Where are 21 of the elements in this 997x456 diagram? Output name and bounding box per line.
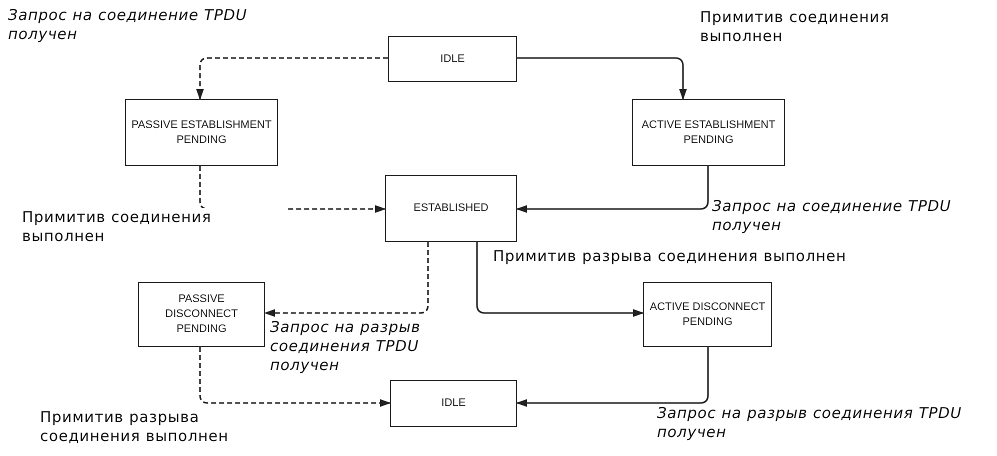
state-box: [385, 175, 517, 242]
state-box: [125, 99, 278, 166]
arrow: [516, 347, 709, 407]
state-name: ESTABLISHED: [414, 201, 488, 216]
state-name: PASSIVE ESTABLISHMENT PENDING: [130, 118, 273, 148]
state-name: IDLE: [441, 396, 466, 411]
state-name: ACTIVE DISCONNECT PENDING: [648, 300, 766, 330]
state-name: ACTIVE ESTABLISHMENT PENDING: [640, 118, 776, 148]
state-name: IDLE: [440, 52, 465, 66]
arrow: [199, 347, 392, 407]
arrow: [196, 57, 388, 100]
state-box: [390, 380, 517, 427]
arrow: [516, 166, 709, 213]
arrow: [476, 242, 644, 317]
state-box: [388, 36, 517, 82]
state-box: [643, 282, 772, 347]
arrow: [264, 242, 429, 317]
state-box: [632, 99, 785, 166]
arrow: [517, 57, 687, 100]
state-name: PASSIVE DISCONNECT PENDING: [164, 292, 239, 337]
state-box: [138, 282, 265, 347]
